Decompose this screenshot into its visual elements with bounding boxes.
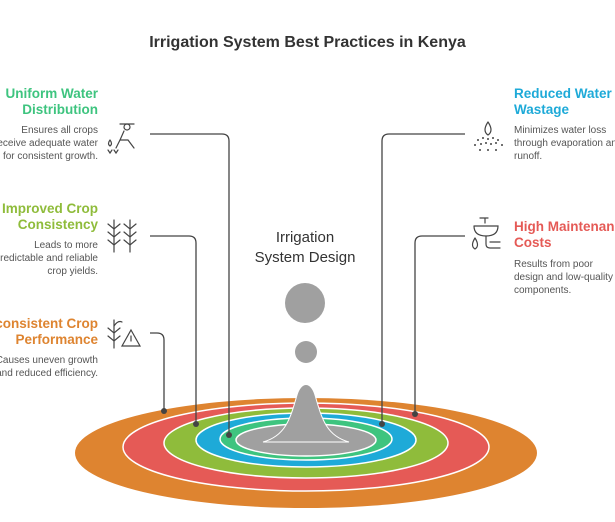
connector-dot [412, 411, 418, 417]
center-label-line: System Design [254, 249, 356, 266]
center-label: Irrigation System Design [230, 228, 380, 268]
connector-dot [379, 421, 385, 427]
center-label-line: Irrigation [275, 229, 335, 246]
connector-improved [150, 235, 197, 424]
connector-maintenance [414, 235, 465, 414]
connector-dot [161, 408, 167, 414]
diagram-title: Irrigation System Best Practices in Keny… [149, 34, 466, 51]
water-drop-spray-icon [484, 121, 492, 136]
connector-dot [193, 421, 199, 427]
sink-pipe-icon [471, 217, 501, 250]
connector-inconsistent [150, 332, 165, 411]
spray-dots [474, 137, 503, 151]
droplet-small [295, 341, 317, 363]
water-peak [262, 384, 350, 443]
connector-reduced [381, 133, 465, 424]
connector-dot [226, 432, 232, 438]
wheat-icon [107, 219, 137, 253]
item-maintenance-title: High MaintenanceCosts [514, 219, 615, 250]
crop-warning-icon [107, 319, 142, 349]
connector-uniform [150, 133, 230, 435]
farmer-watering-icon [107, 123, 135, 155]
droplet-large [285, 283, 325, 323]
